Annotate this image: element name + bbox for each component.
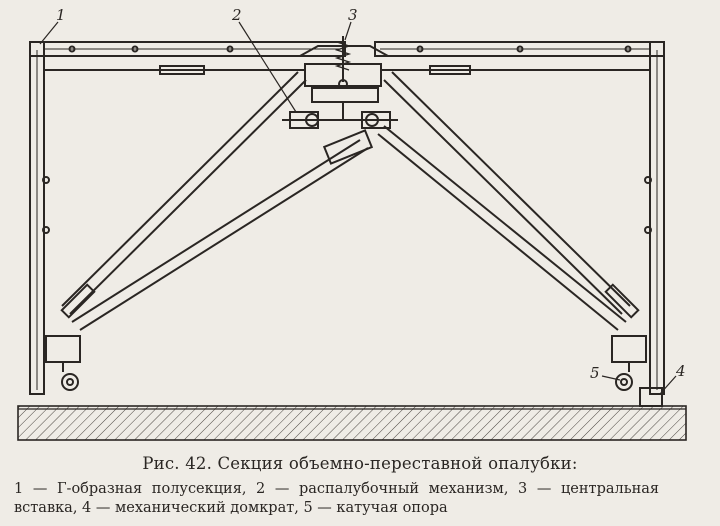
label-5: 5 xyxy=(590,364,600,382)
label-1: 1 xyxy=(56,6,66,24)
central-insert xyxy=(299,36,389,103)
caption-title: Рис. 42. Секция объемно-переставной опал… xyxy=(142,454,578,473)
leader-lines xyxy=(39,21,677,395)
diagonal-braces xyxy=(60,71,640,331)
jacks-and-rolling-supports xyxy=(45,335,663,407)
label-3: 3 xyxy=(348,6,358,24)
left-half-section xyxy=(29,41,346,395)
stripping-mechanism xyxy=(282,102,398,165)
label-4: 4 xyxy=(675,362,686,380)
tie-rods xyxy=(44,65,650,75)
floor-slab xyxy=(17,405,687,441)
caption-legend-line2: вставка, 4 — механический домкрат, 5 — к… xyxy=(14,500,448,516)
formwork-section-drawing: 1 2 3 5 4 xyxy=(17,6,687,441)
label-2: 2 xyxy=(231,6,242,24)
caption-legend-line1: 1 — Г-образная полусекция, 2 — распалубо… xyxy=(14,481,660,497)
right-half-section xyxy=(374,41,665,395)
